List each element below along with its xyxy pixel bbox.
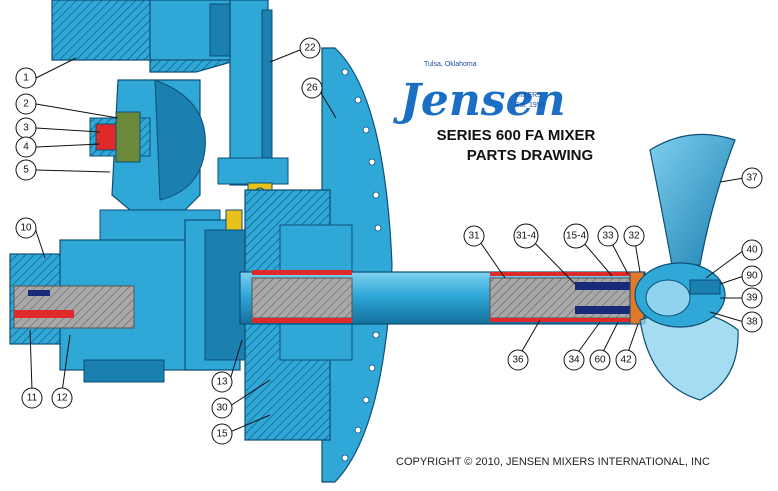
svg-text:40: 40 xyxy=(746,245,758,256)
svg-text:11: 11 xyxy=(27,393,38,404)
svg-text:10: 10 xyxy=(20,223,32,234)
callout-12: 12 xyxy=(51,387,73,409)
callout-34: 34 xyxy=(563,349,585,371)
callout-32: 32 xyxy=(623,225,645,247)
gearbox-housing xyxy=(89,79,221,251)
svg-text:90: 90 xyxy=(746,271,758,282)
logo-mixers: MIXERS xyxy=(515,92,542,99)
svg-text:31: 31 xyxy=(468,231,480,242)
callout-10: 10 xyxy=(15,217,37,239)
svg-text:32: 32 xyxy=(628,231,640,242)
callout-1: 1 xyxy=(15,67,37,89)
callout-60: 60 xyxy=(589,349,611,371)
callout-30: 30 xyxy=(211,397,233,419)
title-line-2: PARTS DRAWING xyxy=(467,147,593,164)
svg-text:26: 26 xyxy=(306,83,318,94)
mixer-shaft xyxy=(239,270,646,325)
svg-text:31-4: 31-4 xyxy=(516,231,536,242)
svg-text:37: 37 xyxy=(746,173,758,184)
svg-text:4: 4 xyxy=(23,142,29,153)
svg-text:15: 15 xyxy=(216,429,228,440)
callout-22: 22 xyxy=(299,37,321,59)
callout-15-4: 15-4 xyxy=(563,223,589,249)
svg-text:36: 36 xyxy=(512,355,524,366)
svg-text:38: 38 xyxy=(746,317,758,328)
callout-3: 3 xyxy=(15,117,37,139)
svg-text:34: 34 xyxy=(568,355,580,366)
callout-31: 31 xyxy=(463,225,485,247)
callout-39: 39 xyxy=(741,287,763,309)
logo-est: Est. 1950 xyxy=(515,102,545,109)
svg-text:33: 33 xyxy=(602,231,614,242)
svg-text:1: 1 xyxy=(23,73,29,84)
callout-31-4: 31-4 xyxy=(513,223,539,249)
callout-37: 37 xyxy=(741,167,763,189)
callout-2: 2 xyxy=(15,93,37,115)
callout-5: 5 xyxy=(15,159,37,181)
svg-text:2: 2 xyxy=(23,99,29,110)
motor-housing xyxy=(51,0,241,73)
copyright-notice: COPYRIGHT © 2010, JENSEN MIXERS INTERNAT… xyxy=(396,456,710,468)
propeller xyxy=(634,133,739,401)
svg-text:60: 60 xyxy=(594,355,606,366)
callout-36: 36 xyxy=(507,349,529,371)
callout-11: 11 xyxy=(21,387,43,409)
callout-38: 38 xyxy=(741,311,763,333)
callout-13: 13 xyxy=(211,371,233,393)
svg-text:30: 30 xyxy=(216,403,228,414)
callouts: 1 2 3 4 5 10 11 12 13 30 15 22 26 31 31-… xyxy=(15,37,763,445)
callout-4: 4 xyxy=(15,136,37,158)
jensen-logo: Tulsa, Oklahoma Jensen MIXERS Est. 1950 xyxy=(393,61,566,126)
logo-location: Tulsa, Oklahoma xyxy=(424,61,477,68)
title-line-1: SERIES 600 FA MIXER xyxy=(437,127,596,144)
svg-text:5: 5 xyxy=(23,165,29,176)
callout-42: 42 xyxy=(615,349,637,371)
callout-15: 15 xyxy=(211,423,233,445)
callout-26: 26 xyxy=(301,77,323,99)
callout-33: 33 xyxy=(597,225,619,247)
svg-text:39: 39 xyxy=(746,293,758,304)
logo-wordmark: Jensen xyxy=(393,75,566,126)
callout-40: 40 xyxy=(741,239,763,261)
seal-housing xyxy=(184,209,246,371)
svg-text:3: 3 xyxy=(23,123,29,134)
svg-text:12: 12 xyxy=(56,393,68,404)
svg-text:13: 13 xyxy=(216,377,228,388)
svg-text:42: 42 xyxy=(620,355,632,366)
svg-text:22: 22 xyxy=(304,43,316,54)
svg-text:15-4: 15-4 xyxy=(566,231,586,242)
callout-90: 90 xyxy=(741,265,763,287)
